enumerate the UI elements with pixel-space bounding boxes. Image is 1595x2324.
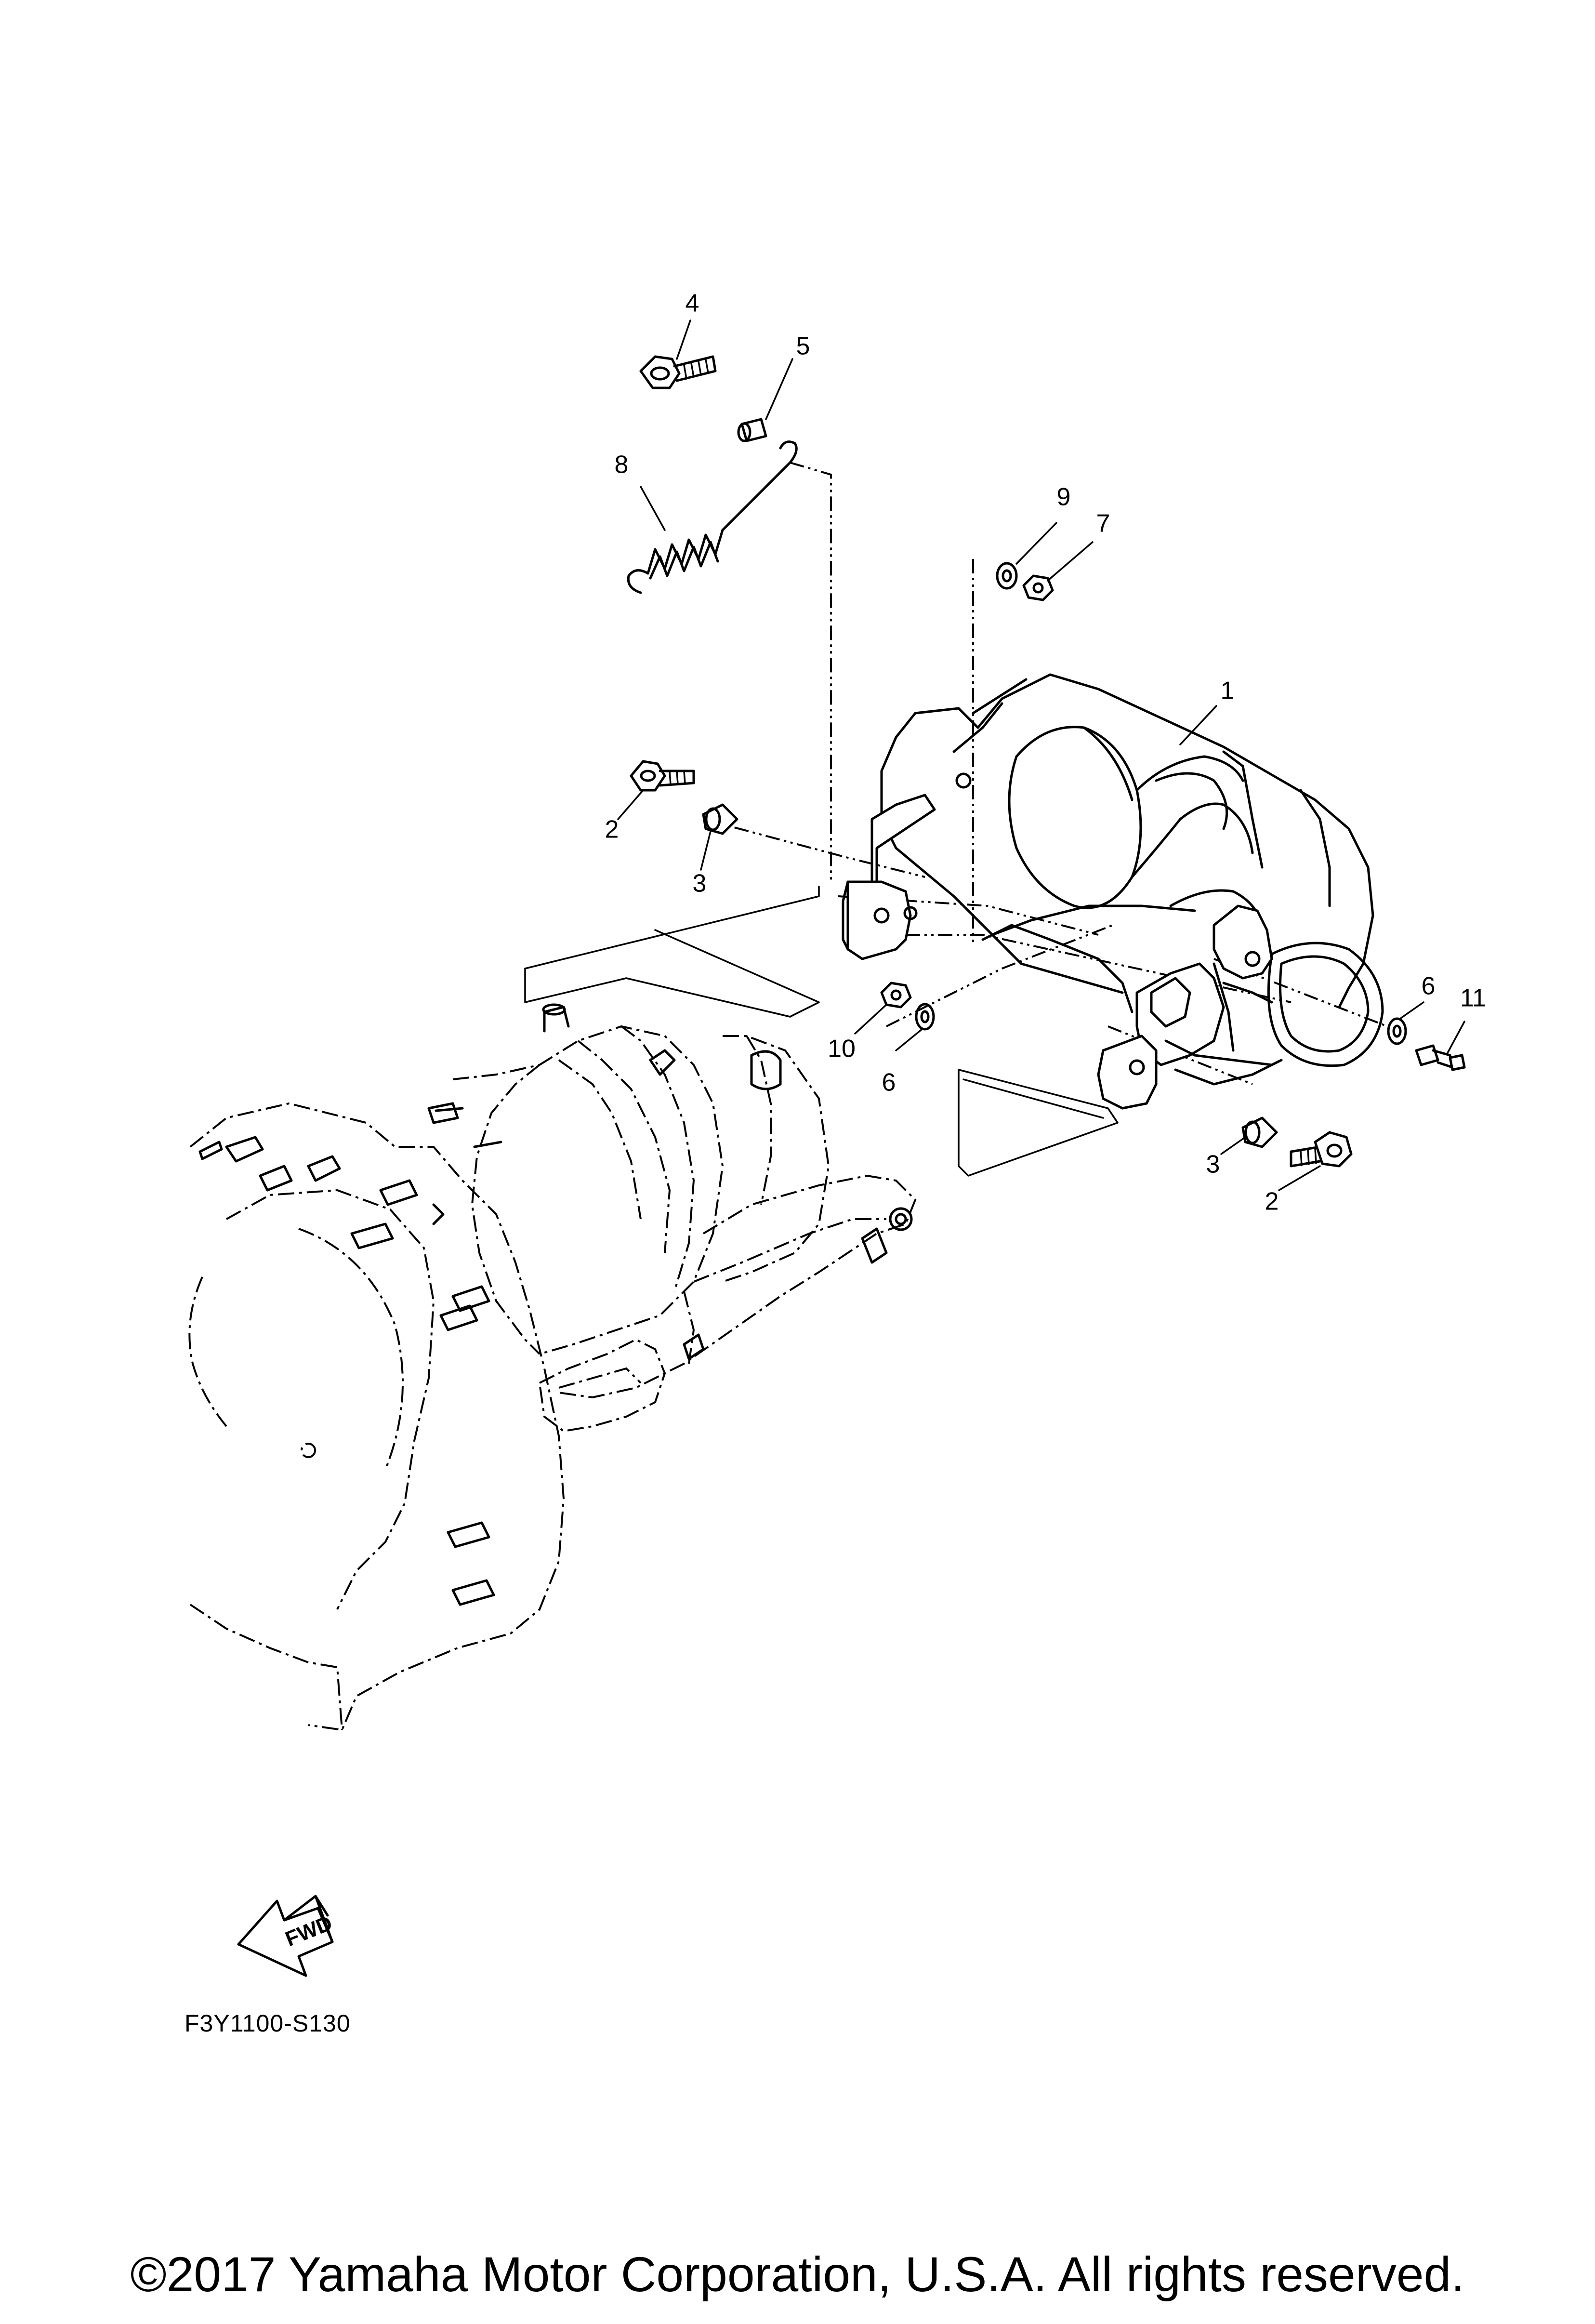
callout-10: 10	[828, 1035, 856, 1063]
part-9-washer	[996, 562, 1018, 590]
callout-7: 7	[1096, 510, 1110, 538]
part-4-bolt	[639, 355, 717, 389]
callout-9: 9	[1057, 483, 1071, 511]
diagram-code: F3Y1100-S130	[185, 2010, 351, 2037]
part-11-fitting	[1415, 1044, 1466, 1071]
callout-3-lower: 3	[1206, 1151, 1220, 1179]
part-6-washer-right	[1387, 1017, 1407, 1045]
jet-pump-housing	[188, 1003, 917, 1731]
part-6-washer-left	[915, 1003, 935, 1031]
part-2-bolt-upper	[630, 760, 695, 792]
copyright-notice: ©2017 Yamaha Motor Corporation, U.S.A. A…	[130, 2247, 1465, 2302]
callout-11: 11	[1460, 984, 1486, 1012]
part-7-nut	[1022, 574, 1054, 601]
callout-6-left: 6	[882, 1069, 896, 1097]
part-3-collar-upper	[702, 803, 738, 835]
alignment-lines	[703, 462, 1388, 1085]
callout-2-lower: 2	[1265, 1188, 1279, 1216]
part-10-nut	[880, 982, 912, 1009]
callout-1: 1	[1221, 677, 1235, 705]
callout-3-upper: 3	[693, 870, 707, 898]
part-5-collar	[737, 418, 767, 442]
callout-8: 8	[615, 451, 629, 479]
assembly-reference-outline	[524, 886, 1119, 1177]
callout-leaders	[617, 319, 1465, 1191]
callout-2-upper: 2	[605, 816, 619, 844]
fwd-direction-arrow: FWD	[237, 1895, 336, 1977]
part-8-spring	[627, 440, 798, 594]
part-2-bolt-lower	[1290, 1131, 1353, 1168]
callout-6-right: 6	[1422, 972, 1436, 1000]
part-3-collar-lower	[1241, 1116, 1278, 1148]
callout-5: 5	[796, 332, 810, 360]
part-1-reverse-gate	[842, 673, 1384, 1110]
callout-4: 4	[685, 290, 699, 318]
